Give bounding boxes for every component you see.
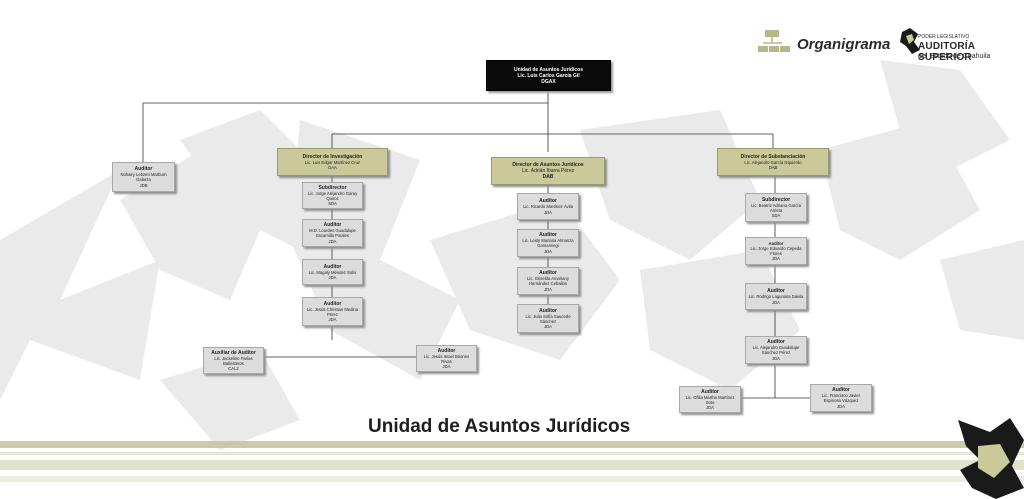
node-title: Auditor <box>701 388 719 395</box>
node-title: Auditor <box>767 339 785 346</box>
node-code: JDA <box>706 405 714 411</box>
node-title: Director de Investigación <box>302 153 363 160</box>
node-name: Nohairy Lebzeri Marburn Galarza <box>120 172 167 183</box>
direct-auditor-node: Auditor Nohairy Lebzeri Marburn Galarza … <box>112 162 175 192</box>
auditor-substanciacion-5-node: Auditor Lic. Francisco Javier Espinosa V… <box>810 384 872 412</box>
subdirector-investigacion-node: Subdirector Lic. Jorge Alejandro Garay Q… <box>302 182 363 209</box>
node-name: Lic. Griselda Amairany Hernández Ceballo… <box>527 276 569 287</box>
auditor-asuntos-2-node: Auditor Lic. Leidy Mariana Almanza Gamar… <box>517 229 579 257</box>
node-title: Auditor <box>539 270 557 277</box>
institution-line2: AUDITORÍA SUPERIOR <box>918 41 975 63</box>
node-name: Lic. Jesús Christian Medina Pérez <box>306 306 359 317</box>
node-name: Lic. Jesús Israel Briones Rivas <box>423 353 470 364</box>
auditor-asuntos-1-node: Auditor Lic. Ricardo Martínez Ávila JDA <box>517 193 579 220</box>
auditor-substanciacion-3-node: Auditor Lic. Alejandro Guadalupe Sánchez… <box>745 336 807 364</box>
page-title: Unidad de Asuntos Jurídicos <box>368 416 631 437</box>
node-title: Auditor <box>134 166 153 173</box>
node-title: Subdirector <box>761 196 791 203</box>
node-title: Auditor <box>832 387 850 394</box>
asc-emblem-icon <box>900 28 920 54</box>
node-title: Director de Asuntos Jurídicos <box>512 162 584 168</box>
node-title: Auditor <box>767 288 785 295</box>
auditor-investigacion-3-node: Auditor Lic. Jesús Christian Medina Pére… <box>302 297 363 326</box>
node-title: Auxiliar de Auditor <box>211 349 256 356</box>
node-code: DGAX <box>541 78 556 85</box>
node-name: Lic. Ofilia Martha Martínez Soto <box>685 394 735 405</box>
node-name: Lic. Luis Edgar Martínez Cruz <box>304 159 361 165</box>
auditor-asuntos-3-node: Auditor Lic. Griselda Amairany Hernández… <box>517 267 579 295</box>
node-code: JDA <box>544 286 552 292</box>
node-code: CAL2 <box>228 366 239 372</box>
node-code: JDA <box>544 209 552 215</box>
node-code: JDA <box>544 248 552 254</box>
auditor-substanciacion-1-node: Auditor Lic. Jorge Eduardo Cepeda Flores… <box>745 237 807 265</box>
node-name: Lic. Jorge Eduardo Cepeda Flores <box>750 245 802 256</box>
organigrama-icon <box>758 30 790 52</box>
node-code: DAB <box>542 174 554 180</box>
node-name: Lic. Beatriz Adriana García Arrieta <box>751 202 801 213</box>
node-name: Lic. Alejandro Guadalupe Sánchez Pérez <box>752 345 800 356</box>
auxiliar-investigacion-node: Auxiliar de Auditor Lic. Jackeline Faría… <box>203 347 264 374</box>
node-name: Lic. Adrián Ibarra Pérez <box>521 168 575 174</box>
node-title: Auditor <box>323 300 342 307</box>
node-title: Auditor <box>437 347 456 354</box>
node-title: Unidad de Asuntos Jurídicos <box>514 66 583 73</box>
auditor-investigacion-1-node: Auditor M.D. Lourdes Guadalupe Escamilla… <box>302 219 363 247</box>
node-name: Lic. Ricardo Martínez Ávila <box>523 204 573 210</box>
node-code: JDA <box>442 364 451 370</box>
node-code: JDA <box>772 256 780 262</box>
organigrama-label: Organigrama <box>797 36 891 53</box>
auditor-investigacion-4-node: Auditor Lic. Jesús Israel Briones Rivas … <box>416 345 477 372</box>
node-title: Subdirector <box>318 184 347 191</box>
auditor-investigacion-2-node: Auditor Lic. Magaly Méndez Solís JDA <box>302 259 363 285</box>
corner-star-logo <box>958 418 1024 499</box>
node-code: JDA <box>328 275 337 280</box>
node-name: Lic. Luis Carlos García Gil <box>517 72 580 79</box>
node-name: Lic. Francisco Javier Espinosa Vázquez <box>821 393 861 404</box>
root-node: Unidad de Asuntos Jurídicos Lic. Luis Ca… <box>486 60 611 91</box>
node-title: Auditor <box>323 263 342 270</box>
node-code: JDA <box>772 355 780 361</box>
node-code: DAA <box>328 165 337 170</box>
node-title: Auditor <box>539 307 557 314</box>
node-title: Director de Substanciación <box>740 153 806 160</box>
node-code: JDA <box>837 403 845 409</box>
node-code: DAB <box>768 165 778 170</box>
node-name: Lic. Leidy Mariana Almanza Gamarinegi <box>522 238 574 249</box>
node-title: Auditor <box>539 232 557 239</box>
director-asuntos-node: Director de Asuntos Jurídicos Lic. Adriá… <box>491 157 605 185</box>
node-code: SDA <box>328 201 337 207</box>
node-name: Lic. Julia Sofía Saucedo Sánchez <box>525 313 571 324</box>
node-name: Lic. Magaly Méndez Solís <box>308 269 357 275</box>
auditor-substanciacion-4-node: Auditor Lic. Ofilia Martha Martínez Soto… <box>679 386 741 413</box>
node-code: JDB <box>139 182 148 188</box>
subdirector-substanciacion-node: Subdirector Lic. Beatriz Adriana García … <box>745 193 807 222</box>
node-name: M.D. Lourdes Guadalupe Escamilla Pinales <box>309 228 356 239</box>
node-title: Auditor <box>539 198 557 205</box>
node-code: JDA <box>328 238 337 244</box>
institution-line3: del Estado de Coahuila <box>918 53 991 60</box>
node-name: Lic. Alejandro García Izquierdo <box>744 159 802 165</box>
node-title: Auditor <box>323 222 342 229</box>
node-name: Lic. Rodrigo Lagunosa Dávila <box>748 294 804 300</box>
node-code: JDA <box>328 317 337 323</box>
auditor-asuntos-4-node: Auditor Lic. Julia Sofía Saucedo Sánchez… <box>517 304 579 333</box>
node-title: Auditor <box>768 240 784 246</box>
node-code: JDA <box>772 299 780 305</box>
director-investigacion-node: Director de Investigación Lic. Luis Edga… <box>277 148 388 176</box>
auditor-substanciacion-2-node: Auditor Lic. Rodrigo Lagunosa Dávila JDA <box>745 283 807 310</box>
institution-line1: PODER LEGISLATIVO <box>918 34 970 40</box>
node-name: Lic. Jorge Alejandro Garay Quiroz <box>307 190 358 201</box>
director-substanciacion-node: Director de Substanciación Lic. Alejandr… <box>717 148 829 176</box>
node-name: Lic. Jackeline Farías Ballesteros <box>214 355 253 366</box>
node-code: SDA <box>771 213 781 219</box>
footer-stripes <box>0 441 1024 482</box>
node-code: JDA <box>544 324 552 330</box>
